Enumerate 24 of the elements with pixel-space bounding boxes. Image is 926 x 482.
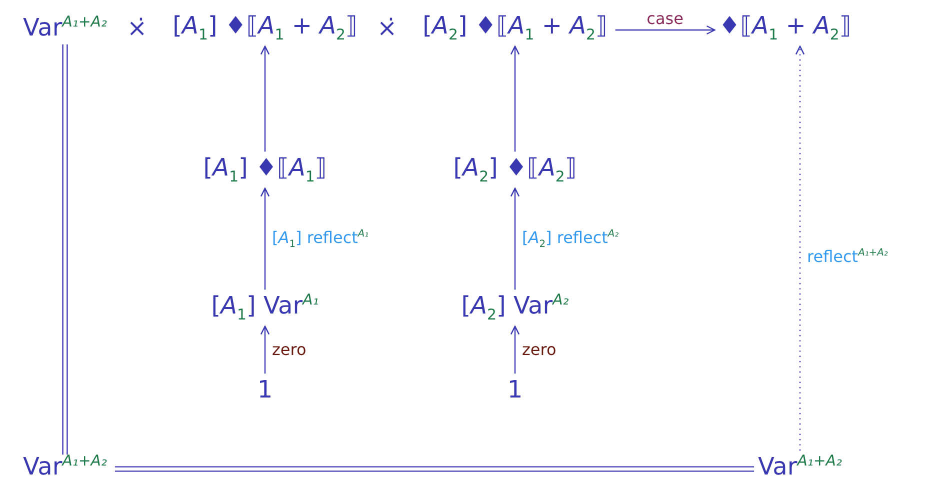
arrow (510, 188, 520, 290)
arrow (260, 188, 270, 290)
math-term: 1 (257, 376, 273, 404)
arrow (260, 46, 270, 152)
arrow (510, 326, 520, 374)
arrow (615, 25, 716, 35)
math-term: [A$_{1}$] ♦⟦A$_{1}$⟧ (203, 154, 327, 186)
math-term: Var$^{A₁+A₂}$ (23, 14, 107, 42)
math-term: [A$_{2}$] Var$^{A₂}$ (461, 292, 569, 324)
math-term: [A$_{2}$] ♦⟦A$_{2}$⟧ (453, 154, 577, 186)
math-term: 1 (507, 376, 523, 404)
operator-symbol: ×̇ (126, 14, 148, 42)
arrow (510, 46, 520, 152)
math-term: ♦⟦A$_{1}$ + A$_{2}$⟧ (718, 12, 852, 44)
math-term: [A$_{1}$] ♦⟦A$_{1}$ + A$_{2}$⟧ (172, 12, 358, 44)
operator-symbol: ×̇ (376, 14, 398, 42)
equality-line (62, 44, 68, 456)
equality-line (114, 466, 755, 472)
math-term: Var$^{A₁+A₂}$ (758, 452, 842, 482)
arrow (795, 46, 805, 451)
arrow (260, 326, 270, 374)
math-term: Var$^{A₁+A₂}$ (23, 452, 107, 482)
math-term: [A$_{2}$] ♦⟦A$_{1}$ + A$_{2}$⟧ (422, 12, 608, 44)
math-term: [A$_{1}$] Var$^{A₁}$ (211, 292, 319, 324)
